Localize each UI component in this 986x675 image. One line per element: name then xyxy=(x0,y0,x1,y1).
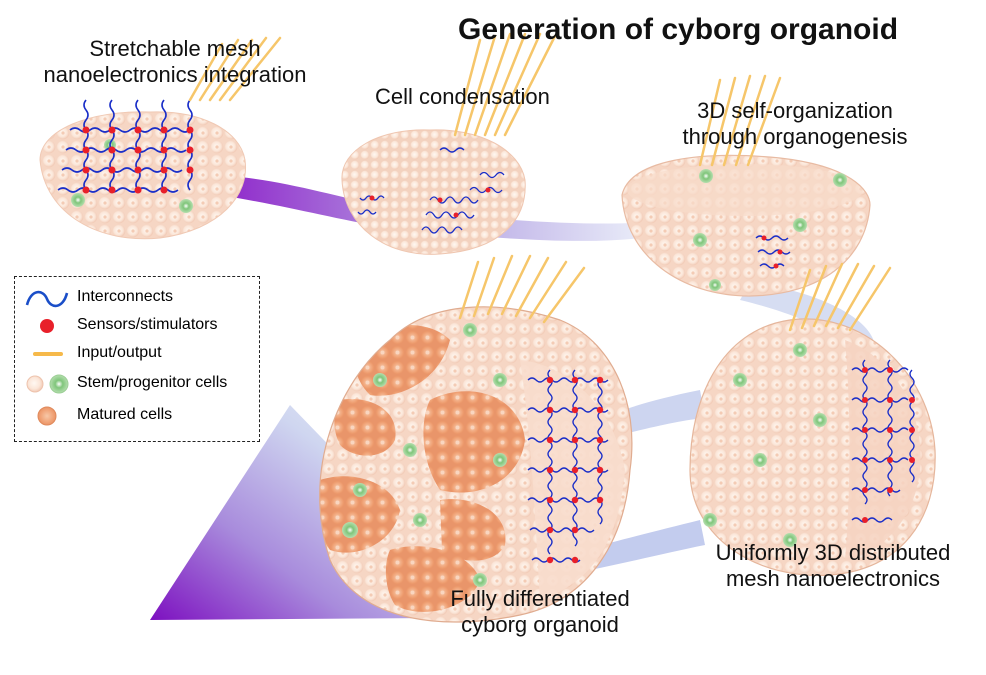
diagram-title: Generation of cyborg organoid xyxy=(458,13,899,46)
legend-box: Interconnects Sensors/stimulators Input/… xyxy=(14,276,260,442)
matured-cell-icon xyxy=(37,406,57,426)
stage1-label-line2: nanoelectronics integration xyxy=(43,62,307,88)
stage4-label: Uniformly 3D distributed mesh nanoelectr… xyxy=(688,540,978,593)
stage5-label-line2: cyborg organoid xyxy=(461,612,619,638)
stage2-cell-condensation xyxy=(341,32,557,255)
stage4-label-line2: mesh nanoelectronics xyxy=(725,566,940,592)
legend-label-matured: Matured cells xyxy=(77,406,173,423)
stage3-label-line2: through organogenesis xyxy=(682,124,908,150)
interconnect-wave-icon xyxy=(25,290,69,308)
stage5-cyborg-organoid xyxy=(319,254,633,623)
legend-item-matured: Matured cells xyxy=(15,403,259,429)
sensor-dot-icon xyxy=(40,319,54,333)
stage3-label-line1: 3D self-organization xyxy=(697,98,893,123)
legend-label-sensors: Sensors/stimulators xyxy=(77,316,218,333)
stage3-label: 3D self-organization through organogenes… xyxy=(645,98,945,151)
stage4-label-line1: Uniformly 3D distributed xyxy=(715,540,951,565)
stage1-mesh-on-cell-sheet xyxy=(39,36,282,240)
io-line-icon xyxy=(33,352,63,356)
legend-label-io: Input/output xyxy=(77,344,162,361)
legend-item-stem: Stem/progenitor cells xyxy=(15,371,259,397)
stage5-label: Fully differentiated cyborg organoid xyxy=(420,586,660,639)
stage4-distributed-mesh-organoid xyxy=(689,262,936,577)
stage1-label: Stretchable mesh nanoelectronics integra… xyxy=(20,36,330,89)
stage1-label-line1: Stretchable mesh xyxy=(89,36,261,61)
stage2-label: Cell condensation xyxy=(375,84,550,109)
stem-cell-icon xyxy=(26,374,69,394)
stage5-label-line1: Fully differentiated xyxy=(450,586,630,611)
legend-label-interconnects: Interconnects xyxy=(77,288,174,305)
legend-item-sensors: Sensors/stimulators xyxy=(15,313,259,339)
legend-label-stem: Stem/progenitor cells xyxy=(77,374,228,391)
legend-item-io: Input/output xyxy=(15,341,259,367)
legend-item-interconnects: Interconnects xyxy=(15,285,259,311)
